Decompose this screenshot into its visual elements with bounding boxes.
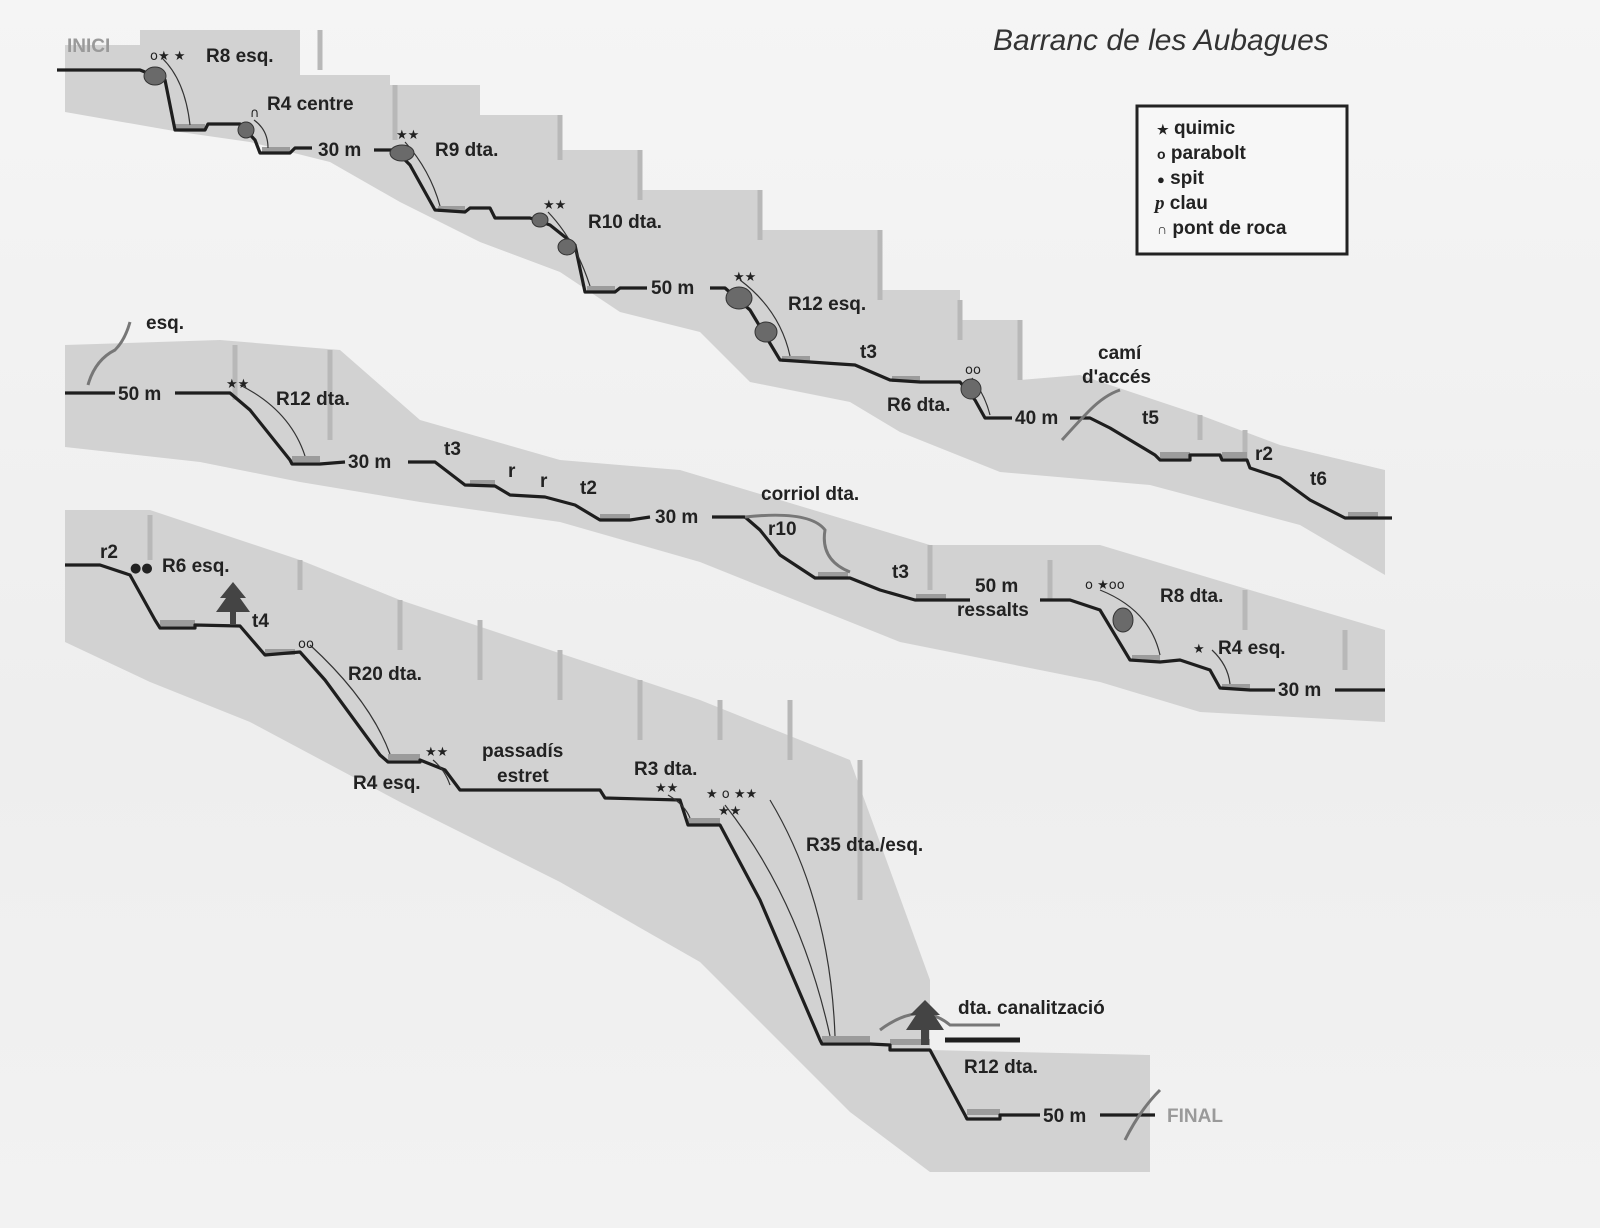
svg-text:o★ ★: o★ ★ [150,49,185,64]
svg-text:50 m: 50 m [651,278,694,299]
svg-text:30 m: 30 m [655,507,698,528]
svg-text:corriol dta.: corriol dta. [761,484,859,505]
circle-icon: o [1157,146,1166,162]
svg-text:R6 dta.: R6 dta. [887,395,950,416]
final-path [1123,1088,1162,1141]
svg-text:esq.: esq. [146,313,184,334]
end-label: FINAL [1167,1106,1223,1127]
svg-text:t5: t5 [1142,408,1159,429]
svg-text:R8 dta.: R8 dta. [1160,586,1223,607]
labels: o★ ★R8 esq. ∩R4 centre 30 m ★★R9 dta. ★★… [100,46,1327,1127]
svg-text:R9 dta.: R9 dta. [435,140,498,161]
corriol-path [744,513,851,574]
dot-icon: ● [1157,172,1165,187]
svg-text:p clau: p clau [1153,193,1208,214]
svg-text:∩ pont de roca: ∩ pont de roca [1157,218,1287,239]
svg-text:t3: t3 [892,562,909,583]
svg-text:t3: t3 [860,342,877,363]
pools [160,124,1378,1115]
svg-text:dta. canalització: dta. canalització [958,998,1105,1019]
legend: ★ quimic o parabolt ● spit p clau ∩ pont… [1135,104,1349,256]
svg-text:R12 esq.: R12 esq. [788,294,866,315]
svg-text:R4 esq.: R4 esq. [1218,638,1286,659]
canyon-section-3 [65,510,1150,1172]
svg-text:●●: ●● [130,561,153,576]
rock-bridge-icon: ∩ [1157,221,1167,237]
svg-text:40 m: 40 m [1015,408,1058,429]
svg-text:ressalts: ressalts [957,600,1029,621]
svg-text:R4 centre: R4 centre [267,94,354,115]
canyon-section-1 [65,30,1385,575]
svg-text:r2: r2 [1255,444,1273,465]
svg-text:30 m: 30 m [318,140,361,161]
svg-text:d'accés: d'accés [1082,367,1151,388]
svg-text:★★: ★★ [655,781,678,796]
svg-text:oo: oo [965,363,981,378]
tree-icon [216,582,250,625]
boulders [143,66,1134,633]
exit-path-esq [86,321,132,386]
svg-text:30 m: 30 m [348,452,391,473]
start-label: INICI [67,36,110,57]
svg-text:★★: ★★ [425,745,448,760]
svg-text:★★: ★★ [718,804,741,819]
svg-text:t2: t2 [580,478,597,499]
svg-text:r10: r10 [768,519,797,540]
svg-text:50 m: 50 m [118,384,161,405]
svg-text:R12 dta.: R12 dta. [276,389,350,410]
svg-text:★ o ★★: ★ o ★★ [706,787,757,802]
svg-text:∩: ∩ [250,106,260,121]
access-path [1060,388,1121,442]
svg-text:o ★oo: o ★oo [1085,578,1125,593]
svg-text:50 m: 50 m [975,576,1018,597]
svg-text:camí: camí [1098,343,1142,364]
svg-text:t6: t6 [1310,469,1327,490]
svg-text:★★: ★★ [733,270,756,285]
svg-text:★: ★ [1193,642,1205,657]
svg-text:r2: r2 [100,542,118,563]
svg-text:30 m: 30 m [1278,680,1321,701]
svg-text:R35 dta./esq.: R35 dta./esq. [806,835,923,856]
svg-text:R20 dta.: R20 dta. [348,664,422,685]
svg-text:★ quimic: ★ quimic [1157,118,1236,139]
canyon-section-2 [65,340,1385,722]
svg-text:R12 dta.: R12 dta. [964,1057,1038,1078]
svg-text:oo: oo [298,637,314,652]
svg-text:passadís: passadís [482,741,563,762]
svg-text:★★: ★★ [396,128,419,143]
svg-text:t3: t3 [444,439,461,460]
svg-text:R8 esq.: R8 esq. [206,46,274,67]
piton-icon: p [1153,193,1165,214]
svg-text:estret: estret [497,766,549,787]
star-icon: ★ [1157,122,1169,137]
svg-text:t4: t4 [252,611,269,632]
svg-text:r: r [540,471,548,492]
svg-text:o parabolt: o parabolt [1157,143,1246,164]
tree-icon [906,1000,944,1045]
svg-text:R10 dta.: R10 dta. [588,212,662,233]
svg-text:★★: ★★ [226,377,249,392]
cliff-walls [147,30,1348,900]
svg-text:R6 esq.: R6 esq. [162,556,230,577]
svg-text:★★: ★★ [543,198,566,213]
svg-text:r: r [508,461,516,482]
svg-text:50 m: 50 m [1043,1106,1086,1127]
svg-text:● spit: ● spit [1157,168,1205,189]
svg-text:R4 esq.: R4 esq. [353,773,421,794]
svg-text:R3 dta.: R3 dta. [634,759,697,780]
diagram-title: Barranc de les Aubagues [993,24,1329,57]
